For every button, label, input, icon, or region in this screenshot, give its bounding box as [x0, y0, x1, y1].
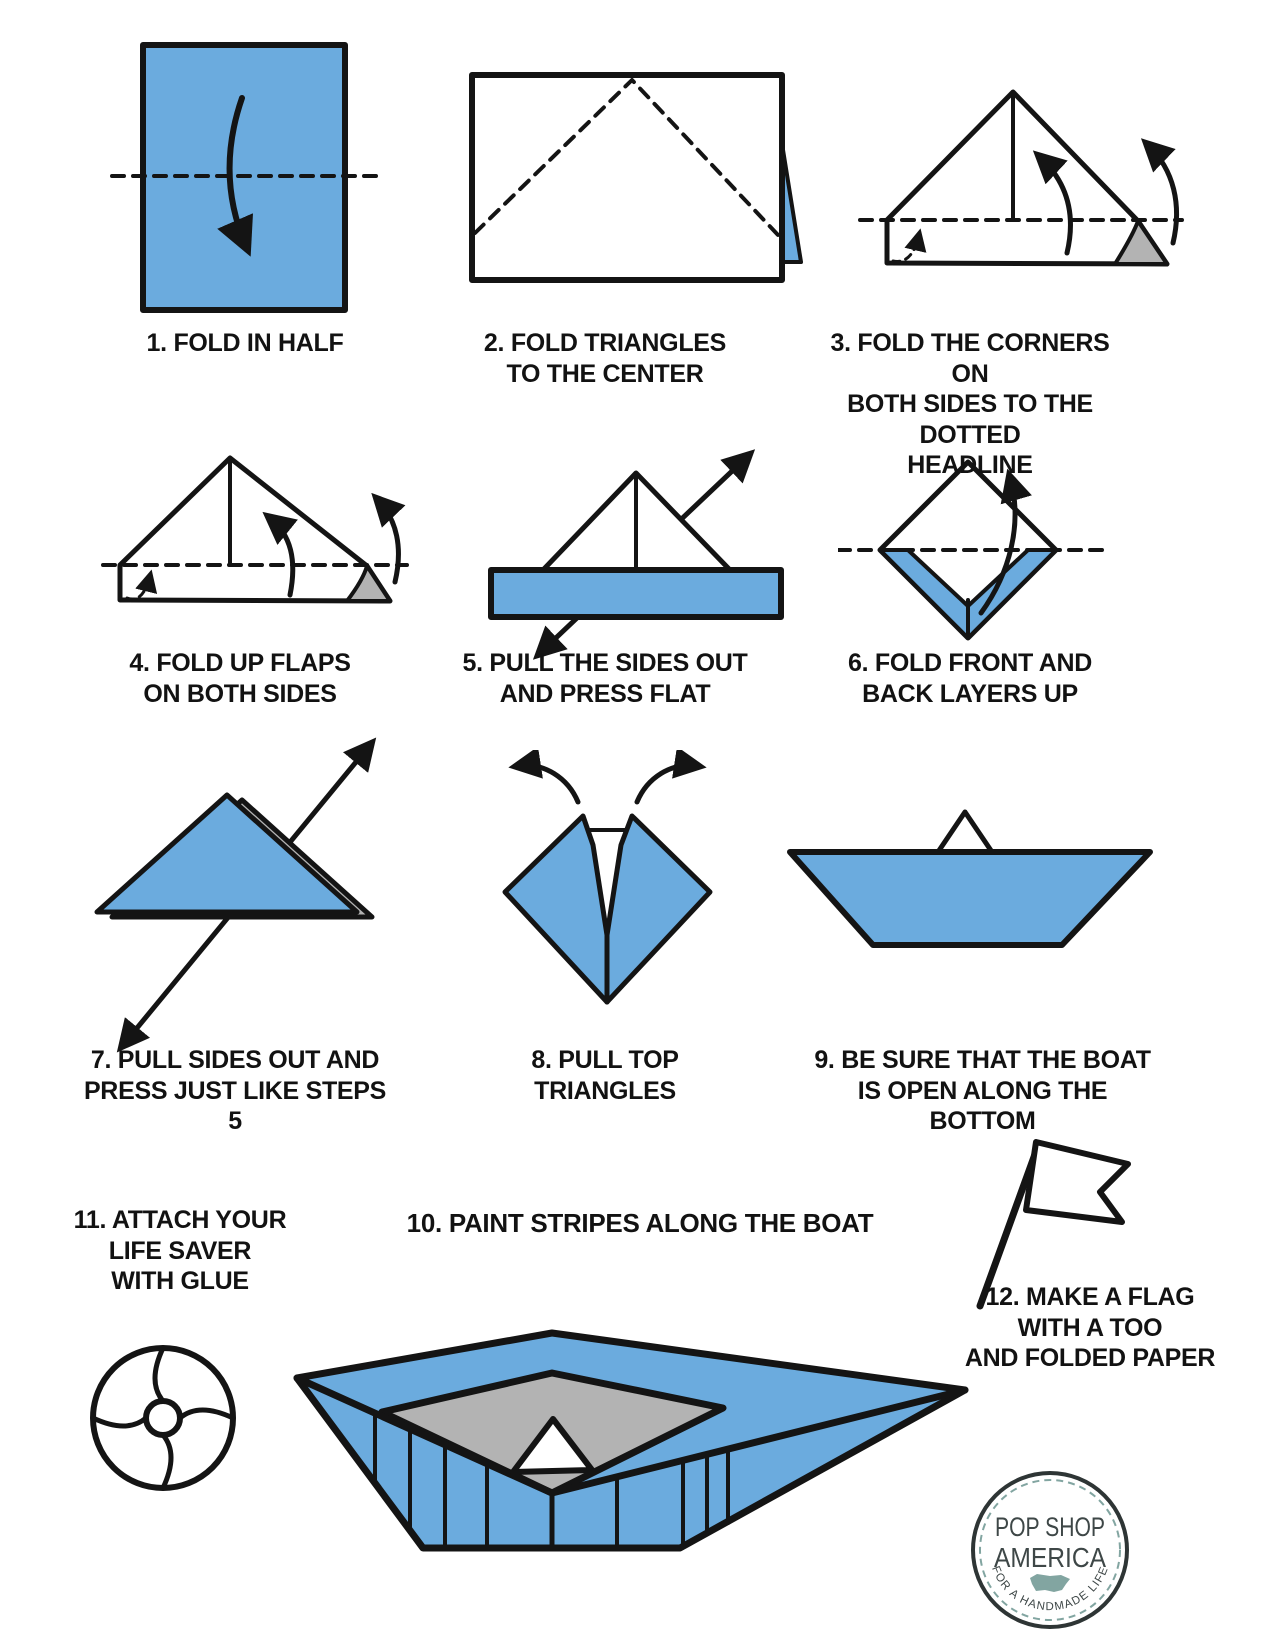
- step-6-caption: 6. FOLD FRONT AND BACK LAYERS UP: [848, 649, 1092, 708]
- fold-arrow-icon: [978, 468, 1032, 616]
- step-7-diagram: [94, 737, 377, 1053]
- step-11-diagram: [90, 1345, 236, 1491]
- step-9-diagram: [787, 809, 1153, 948]
- logo-title-line2: AMERICA: [994, 1542, 1106, 1573]
- pull-arrow-icon: [634, 750, 707, 805]
- step-8-diagram: [502, 750, 713, 1005]
- left-flap: [502, 813, 610, 1005]
- corner-fold: [1113, 219, 1169, 266]
- boat-peak: [510, 1416, 595, 1475]
- fold-arrow-icon: [371, 492, 406, 585]
- step-3-caption: 3. FOLD THE CORNERS ON BOTH SIDES TO THE…: [830, 329, 1110, 479]
- step-4-caption: 4. FOLD UP FLAPS ON BOTH SIDES: [129, 649, 351, 708]
- boat-peak: [935, 809, 995, 855]
- step-12-diagram: [976, 1139, 1131, 1310]
- step-1-caption: 1. FOLD IN HALF: [146, 329, 344, 357]
- step-5-caption: 5. PULL THE SIDES OUT AND PRESS FLAT: [462, 649, 748, 708]
- usa-map-icon: [1030, 1574, 1070, 1592]
- pop-shop-america-logo: POP SHOP AMERICA FOR A HANDMADE LIFE: [971, 1471, 1129, 1629]
- boat-hull: [787, 849, 1153, 948]
- logo-outer-circle: [971, 1471, 1129, 1629]
- fold-arrow-icon: [1140, 138, 1180, 246]
- right-flap: [604, 813, 713, 1005]
- corner-arrow-icon: [891, 228, 927, 263]
- front-layer-triangle: [94, 792, 360, 915]
- step-9-caption: 9. BE SURE THAT THE BOAT IS OPEN ALONG T…: [814, 1046, 1151, 1135]
- hull-stripes: [373, 1411, 730, 1550]
- step-10-diagram: [293, 1329, 969, 1552]
- step-2-diagram: [469, 72, 803, 283]
- step-1-diagram: [110, 42, 384, 313]
- corner-fold: [345, 564, 392, 603]
- logo-title-line1: POP SHOP: [995, 1512, 1105, 1542]
- step-8-caption: 8. PULL TOP TRIANGLES: [531, 1046, 679, 1105]
- corner-arrow-icon: [125, 569, 158, 601]
- step-11-caption: 11. ATTACH YOUR LIFE SAVER WITH GLUE: [73, 1206, 287, 1295]
- hat-band: [488, 567, 784, 620]
- flag: [1023, 1139, 1131, 1225]
- step-3-diagram: [858, 89, 1184, 267]
- paper-shape: [117, 455, 393, 604]
- step-7-caption: 7. PULL SIDES OUT AND PRESS JUST LIKE ST…: [83, 1046, 387, 1135]
- step-10-caption: 10. PAINT STRIPES ALONG THE BOAT: [406, 1208, 874, 1238]
- flag-pole: [976, 1142, 1042, 1310]
- step-12-caption: 12. MAKE A FLAG WITH A TOO AND FOLDED PA…: [964, 1283, 1216, 1372]
- life-saver-spokes: [90, 1345, 236, 1491]
- step-6-diagram: [838, 459, 1106, 641]
- pull-arrow-icon: [508, 750, 581, 805]
- paper-sheet: [469, 72, 785, 283]
- step-4-diagram: [101, 455, 409, 604]
- paper-shape: [884, 89, 1170, 267]
- fold-arrow-icon: [217, 95, 254, 257]
- logo-dashed-circle: [979, 1479, 1121, 1621]
- step-5-diagram: [488, 449, 784, 660]
- life-saver-hub: [143, 1398, 183, 1438]
- fold-arrow-icon: [1032, 150, 1074, 256]
- step-2-caption: 2. FOLD TRIANGLES TO THE CENTER: [483, 329, 727, 388]
- fold-arrow-icon: [262, 511, 298, 598]
- fold-dashed-lines: [473, 78, 780, 237]
